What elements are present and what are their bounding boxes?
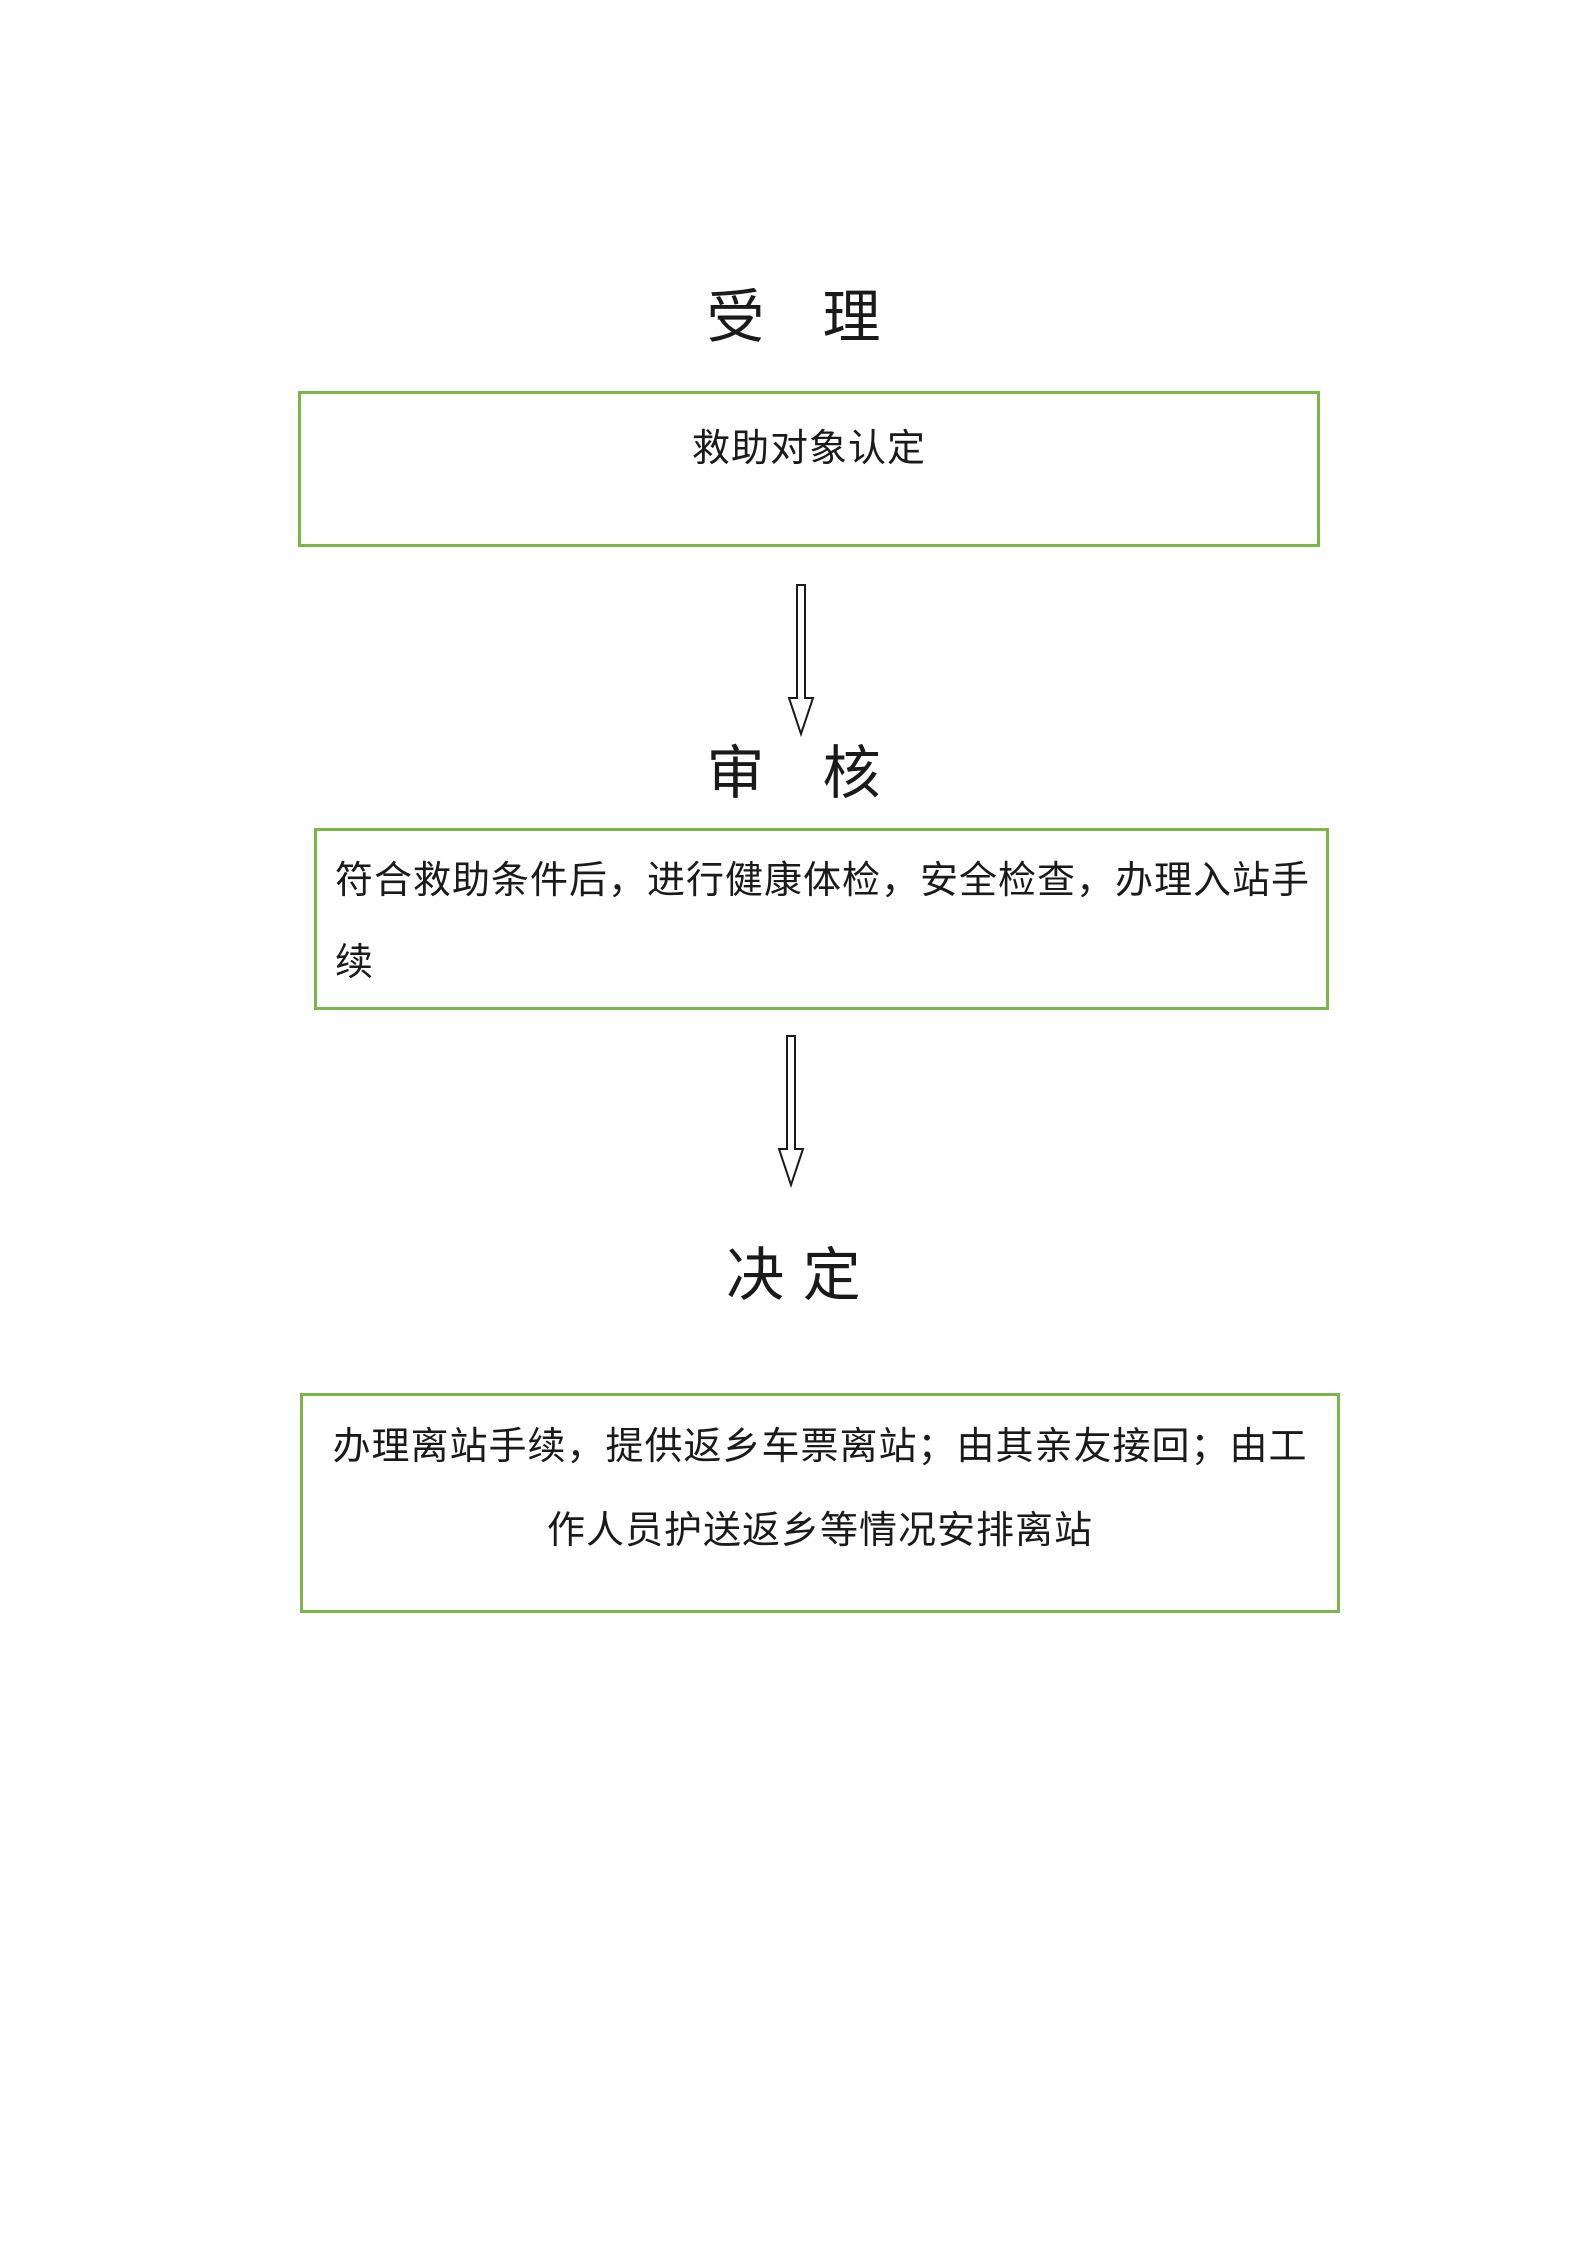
step-text-accept: 救助对象认定: [691, 426, 926, 470]
step-box-decision: 办理离站手续，提供返乡车票离站；由其亲友接回；由工作人员护送返乡等情况安排离站: [300, 1393, 1340, 1613]
down-arrow-icon: [787, 584, 815, 738]
step-box-review: 符合救助条件后，进行健康体检，安全检查，办理入站手续: [314, 828, 1329, 1010]
step-box-accept: 救助对象认定: [298, 391, 1320, 547]
step-text-decision: 办理离站手续，提供返乡车票离站；由其亲友接回；由工作人员护送返乡等情况安排离站: [332, 1424, 1308, 1552]
stage-heading-decision: 决 定: [726, 1241, 861, 1309]
stage-heading-accept: 受 理: [706, 283, 881, 351]
stage-heading-review: 审 核: [706, 739, 881, 807]
down-arrow-icon: [777, 1035, 805, 1189]
step-text-review: 符合救助条件后，进行健康体检，安全检查，办理入站手续: [335, 858, 1311, 984]
